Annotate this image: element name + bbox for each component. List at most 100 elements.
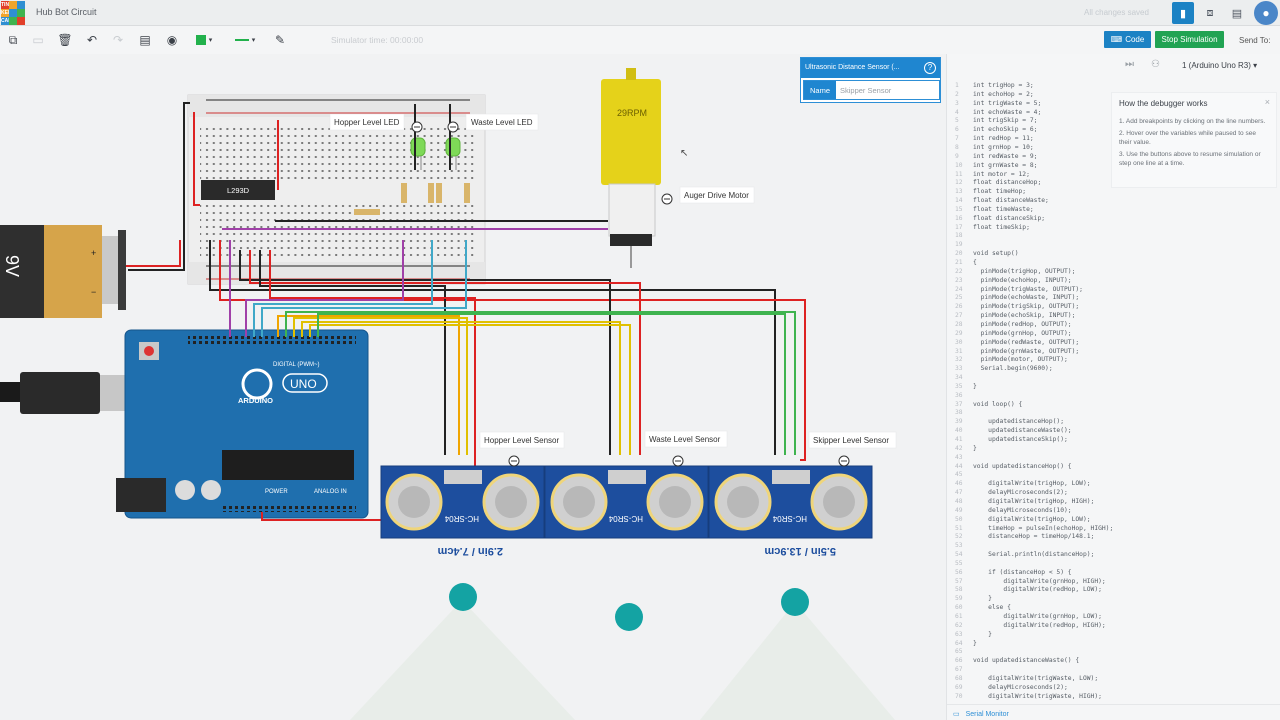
- code-line[interactable]: 29 pinMode(grnHop, OUTPUT);: [947, 330, 1280, 339]
- copy-icon[interactable]: ⧉: [8, 32, 18, 47]
- code-line[interactable]: 30 pinMode(redWaste, OUTPUT);: [947, 339, 1280, 348]
- code-line[interactable]: 33 Serial.begin(9600);: [947, 365, 1280, 374]
- line-number[interactable]: 33: [955, 365, 963, 373]
- line-number[interactable]: 32: [955, 356, 963, 364]
- code-line[interactable]: 49 delayMicroseconds(10);: [947, 507, 1280, 516]
- serial-monitor-toggle[interactable]: ▭ Serial Monitor: [947, 704, 1280, 720]
- code-line[interactable]: 35}: [947, 383, 1280, 392]
- close-icon[interactable]: ×: [1264, 97, 1270, 107]
- circuit-view-icon[interactable]: ▮: [1172, 2, 1194, 24]
- circuit-canvas[interactable]: L293D 9V + −: [0, 54, 946, 720]
- line-number[interactable]: 1: [955, 82, 959, 89]
- line-number[interactable]: 59: [955, 595, 963, 603]
- line-number[interactable]: 27: [955, 312, 963, 320]
- code-line[interactable]: 38: [947, 409, 1280, 418]
- line-number[interactable]: 47: [955, 489, 963, 497]
- notes-icon[interactable]: ▤: [139, 33, 151, 47]
- line-number[interactable]: 53: [955, 542, 963, 550]
- line-number[interactable]: 49: [955, 506, 963, 514]
- code-line[interactable]: 40 updatedistanceWaste();: [947, 427, 1280, 436]
- code-line[interactable]: 45: [947, 471, 1280, 480]
- line-number[interactable]: 9: [955, 152, 959, 160]
- line-number[interactable]: 7: [955, 135, 959, 143]
- code-line[interactable]: 28 pinMode(redHop, OUTPUT);: [947, 321, 1280, 330]
- line-number[interactable]: 30: [955, 338, 963, 346]
- delete-icon[interactable]: 🗑: [57, 33, 73, 47]
- line-number[interactable]: 25: [955, 294, 963, 302]
- code-line[interactable]: 46 digitalWrite(trigHop, LOW);: [947, 480, 1280, 489]
- code-line[interactable]: 50 digitalWrite(trigHop, LOW);: [947, 516, 1280, 525]
- line-number[interactable]: 29: [955, 329, 963, 337]
- line-number[interactable]: 18: [955, 232, 963, 240]
- line-number[interactable]: 60: [955, 604, 963, 612]
- line-number[interactable]: 67: [955, 666, 963, 674]
- line-number[interactable]: 4: [955, 108, 959, 116]
- code-line[interactable]: 63 }: [947, 631, 1280, 640]
- code-line[interactable]: 21{: [947, 259, 1280, 268]
- code-line[interactable]: 42}: [947, 445, 1280, 454]
- line-number[interactable]: 51: [955, 524, 963, 532]
- line-number[interactable]: 13: [955, 188, 963, 196]
- line-number[interactable]: 43: [955, 453, 963, 461]
- line-number[interactable]: 31: [955, 347, 963, 355]
- line-number[interactable]: 14: [955, 197, 963, 205]
- code-line[interactable]: 62 digitalWrite(redHop, HIGH);: [947, 622, 1280, 631]
- line-number[interactable]: 45: [955, 471, 963, 479]
- line-number[interactable]: 26: [955, 303, 963, 311]
- undo-icon[interactable]: ↶: [86, 33, 98, 47]
- debugger-icon[interactable]: ⚇: [1151, 59, 1160, 70]
- code-line[interactable]: 24 pinMode(trigWaste, OUTPUT);: [947, 286, 1280, 295]
- code-line[interactable]: 61 digitalWrite(grnHop, LOW);: [947, 613, 1280, 622]
- code-line[interactable]: 68 digitalWrite(trigWaste, LOW);: [947, 675, 1280, 684]
- code-line[interactable]: 65: [947, 648, 1280, 657]
- code-line[interactable]: 69 delayMicroseconds(2);: [947, 684, 1280, 693]
- line-number[interactable]: 42: [955, 444, 963, 452]
- code-line[interactable]: 34: [947, 374, 1280, 383]
- line-number[interactable]: 50: [955, 515, 963, 523]
- flip-icon[interactable]: ✎: [274, 33, 286, 47]
- code-line[interactable]: 32 pinMode(motor, OUTPUT);: [947, 356, 1280, 365]
- code-line[interactable]: 59 }: [947, 595, 1280, 604]
- line-number[interactable]: 71: [955, 702, 969, 703]
- line-number[interactable]: 70: [955, 692, 963, 700]
- code-line[interactable]: 43: [947, 454, 1280, 463]
- code-line[interactable]: 19: [947, 241, 1280, 250]
- line-number[interactable]: 63: [955, 630, 963, 638]
- code-line[interactable]: 47 delayMicroseconds(2);: [947, 489, 1280, 498]
- line-number[interactable]: 28: [955, 320, 963, 328]
- line-number[interactable]: 8: [955, 143, 959, 151]
- line-number[interactable]: 10: [955, 161, 963, 169]
- wire-color-picker[interactable]: ▾: [193, 31, 215, 49]
- code-line[interactable]: 55: [947, 560, 1280, 569]
- design-title[interactable]: Hub Bot Circuit: [36, 7, 97, 17]
- code-line[interactable]: 56 if (distanceHop < 5) {: [947, 569, 1280, 578]
- line-number[interactable]: 21: [955, 259, 963, 266]
- line-number[interactable]: 64: [955, 639, 963, 647]
- line-number[interactable]: 66: [955, 657, 963, 665]
- line-number[interactable]: 17: [955, 223, 963, 231]
- send-to-button[interactable]: Send To:: [1239, 36, 1271, 45]
- step-icon[interactable]: ⏭: [1125, 59, 1134, 70]
- line-number[interactable]: 15: [955, 205, 963, 213]
- code-line[interactable]: 71 delayMicroseconds(10);: [947, 702, 1280, 703]
- code-line[interactable]: 27 pinMode(echoSkip, INPUT);: [947, 312, 1280, 321]
- line-number[interactable]: 22: [955, 267, 963, 275]
- line-number[interactable]: 52: [955, 533, 963, 541]
- line-number[interactable]: 36: [955, 391, 963, 399]
